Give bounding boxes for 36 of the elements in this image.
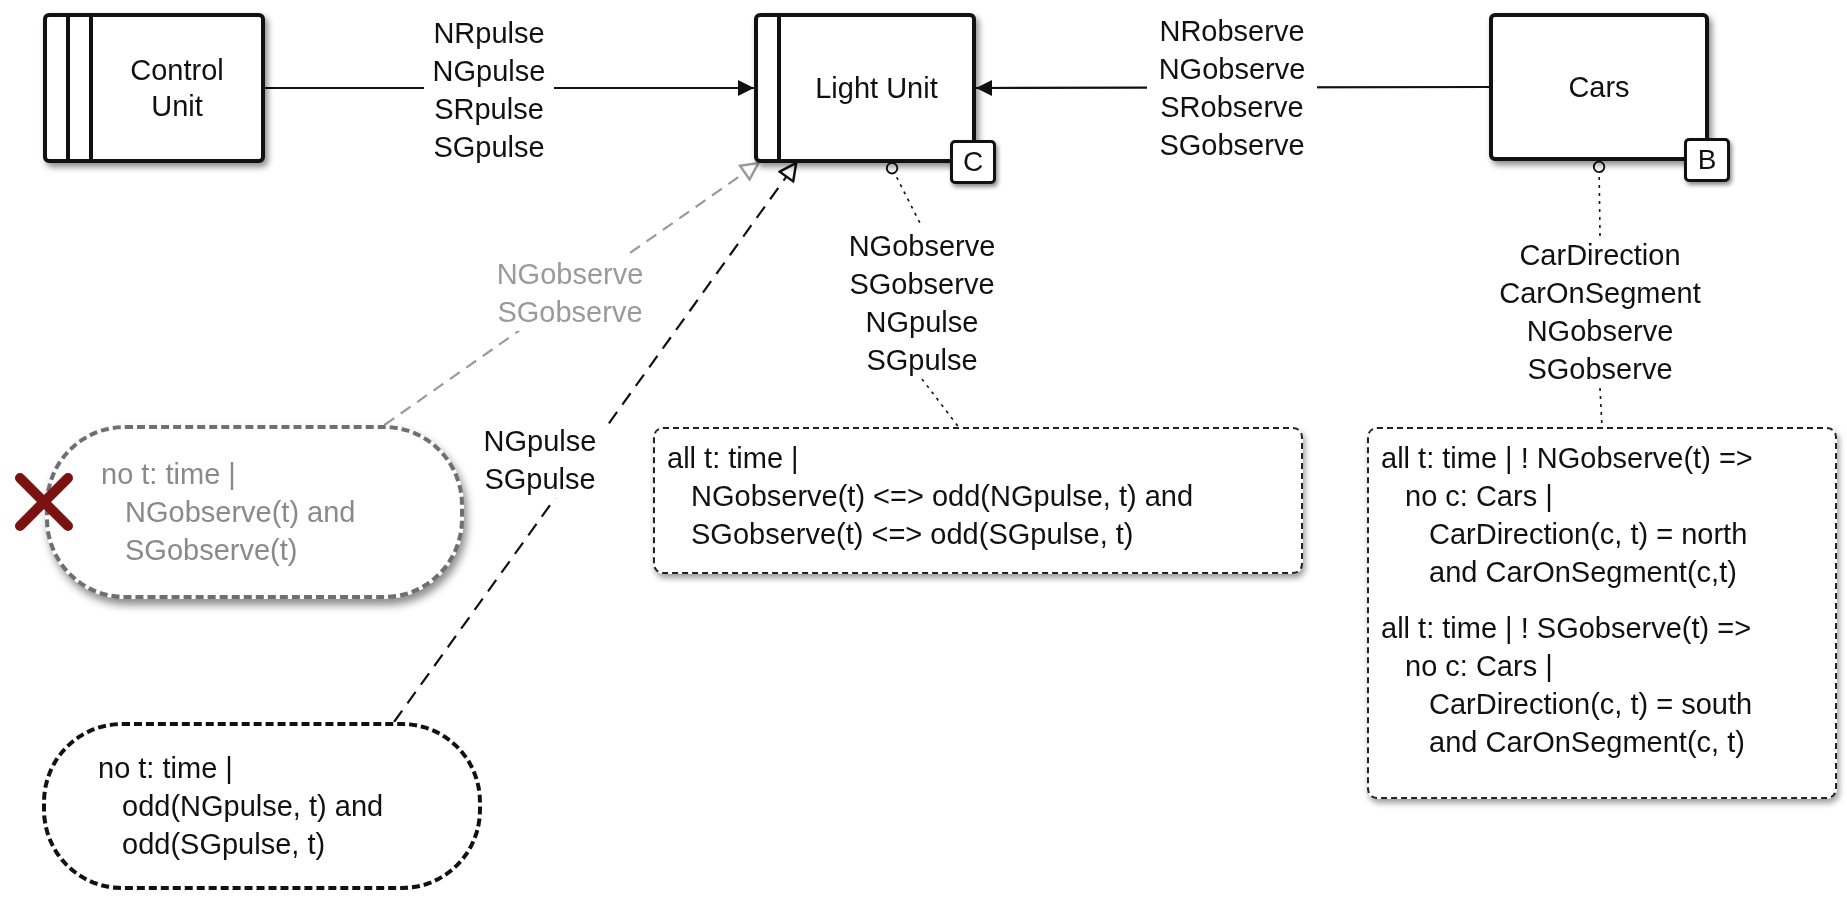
edge-label: NGpulse SGpulse <box>482 424 598 497</box>
constraint-note <box>1367 427 1837 799</box>
formula-line: SGobserve(t) <box>124 533 298 568</box>
formula-line: no c: Cars | <box>1404 479 1553 514</box>
arrow <box>393 161 798 723</box>
formula-line: no c: Cars | <box>1404 649 1553 684</box>
domain-badge: C <box>950 140 996 184</box>
formula-line: and CarOnSegment(c,t) <box>1428 555 1737 590</box>
unit-name: Control Unit <box>129 53 225 124</box>
formula-line: and CarOnSegment(c, t) <box>1428 725 1745 760</box>
constraint-note <box>653 427 1303 574</box>
formula-line: all t: time | ! SGobserve(t) => <box>1381 611 1752 646</box>
formula-line: NGobserve(t) and <box>124 495 356 530</box>
formula-line: CarDirection(c, t) = south <box>1428 687 1753 722</box>
formula-line: odd(SGpulse, t) <box>121 827 326 862</box>
edge-label: NRobserve NGobserve SRobserve SGobserve <box>1157 14 1307 163</box>
formula-line: no t: time | <box>98 751 233 786</box>
arrow <box>383 161 760 426</box>
formula-line: odd(NGpulse, t) and <box>121 789 384 824</box>
arrow <box>265 80 754 96</box>
connector-line <box>921 378 960 428</box>
formula-line: all t: time | ! NGobserve(t) => <box>1381 441 1753 476</box>
edge-label: NRpulse NGpulse SRpulse SGpulse <box>431 16 547 165</box>
formula-line: no t: time | <box>101 457 236 492</box>
formula-line: CarDirection(c, t) = north <box>1428 517 1748 552</box>
unit-name: Light Unit <box>814 71 938 106</box>
formula-line: NGobserve(t) <=> odd(NGpulse, t) and <box>690 479 1194 514</box>
formula-line: all t: time | <box>667 441 799 476</box>
unit-name: Cars <box>1568 70 1630 105</box>
requirement-box <box>45 425 464 599</box>
domain-badge: B <box>1684 138 1730 182</box>
arrow <box>976 79 1489 96</box>
connector-line <box>1592 160 1606 237</box>
formula-line: SGobserve(t) <=> odd(SGpulse, t) <box>690 517 1134 552</box>
unit-box <box>43 13 265 163</box>
edge-label: NGobserve SGobserve <box>495 257 645 330</box>
